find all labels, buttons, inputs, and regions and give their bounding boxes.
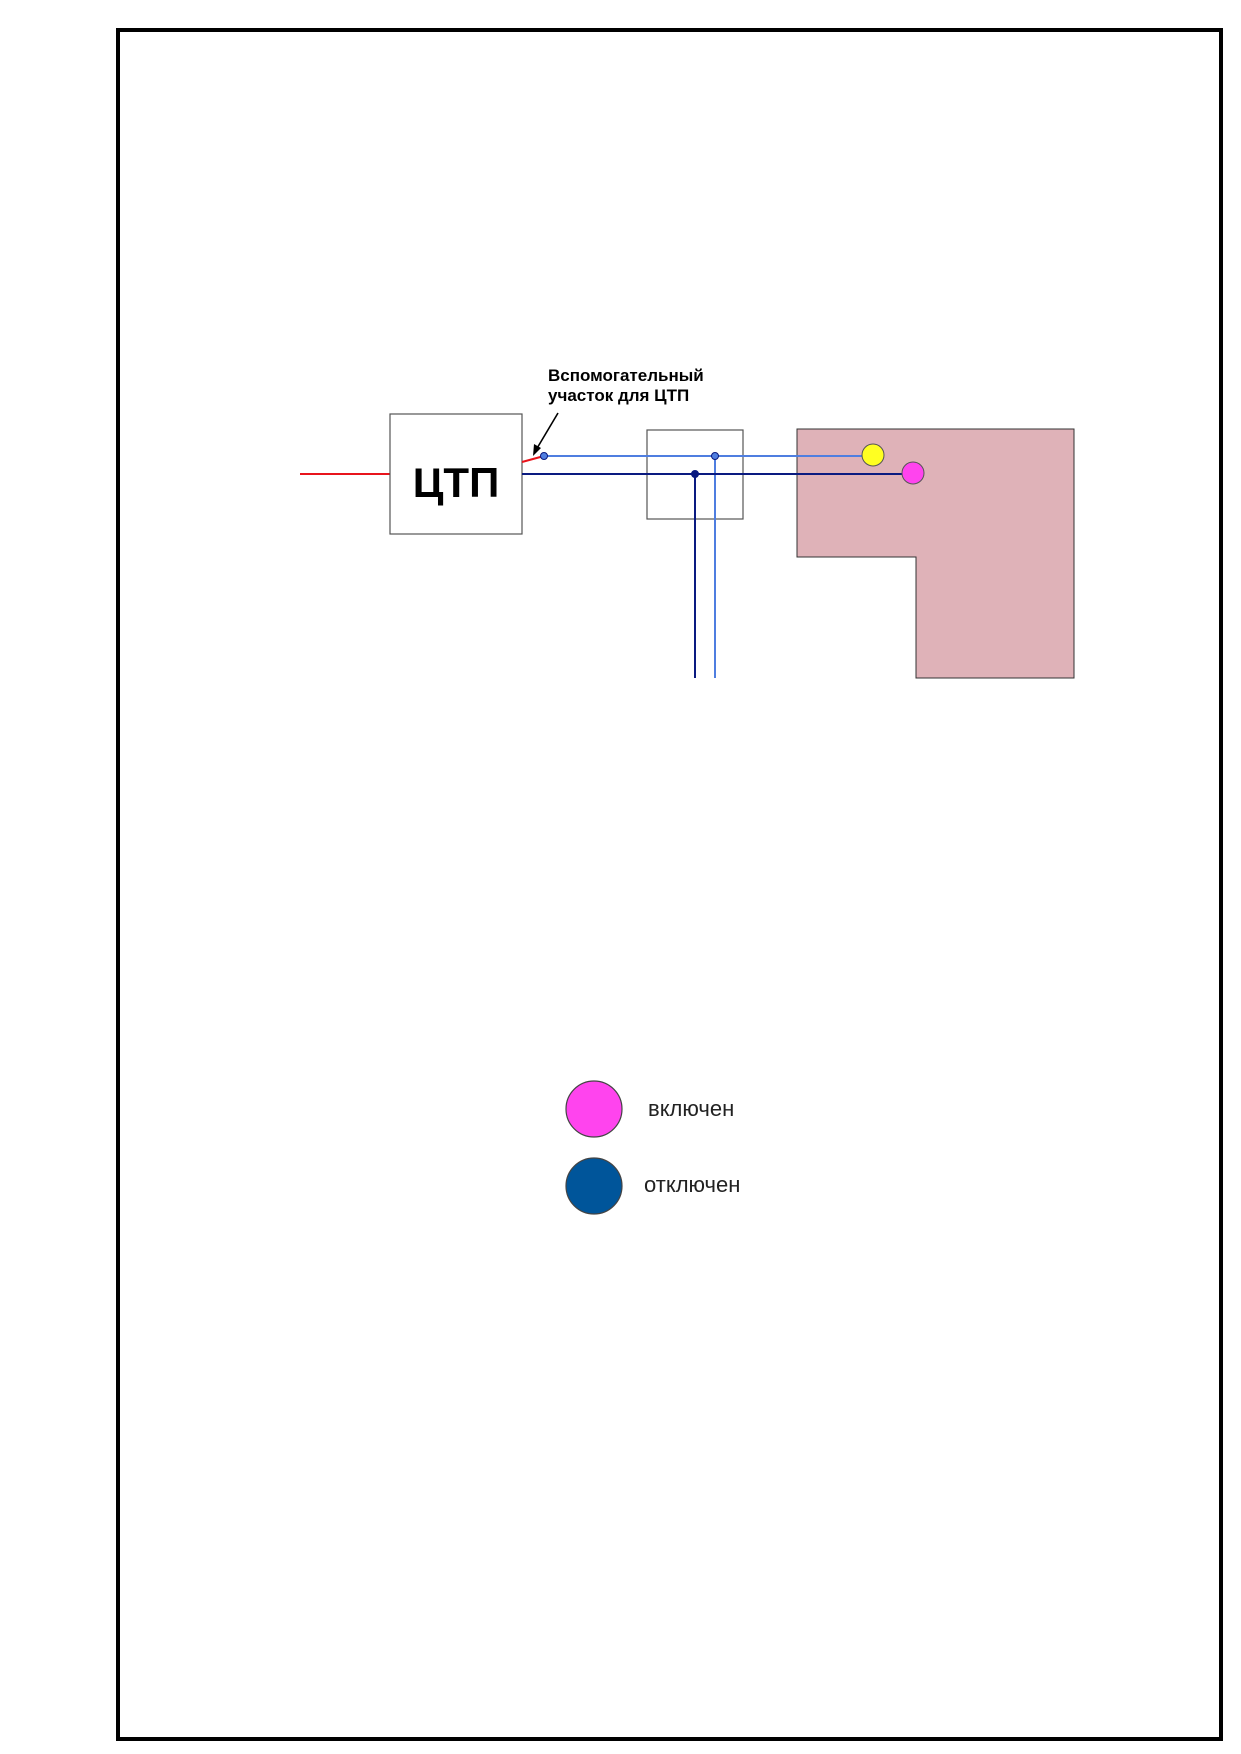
marker-yellow — [861, 443, 885, 467]
legend-label-off: отключен — [644, 1172, 740, 1197]
legend-swatch-off — [565, 1157, 623, 1215]
marker-pink — [901, 461, 925, 485]
legend-label-on: включен — [648, 1096, 734, 1121]
junction-node-dark — [691, 470, 699, 478]
callout-arrow — [533, 412, 559, 456]
legend: включен отключен — [565, 1080, 740, 1215]
junction-node-aux — [540, 452, 548, 460]
building-outline — [796, 428, 1075, 679]
callout-line-1: Вспомогательный — [548, 366, 704, 385]
legend-swatch-on — [565, 1080, 623, 1138]
callout-line-2: участок для ЦТП — [548, 386, 689, 405]
page-frame — [116, 28, 1223, 1741]
ctp-label: ЦТП — [413, 459, 500, 506]
junction-node-light — [711, 452, 719, 460]
